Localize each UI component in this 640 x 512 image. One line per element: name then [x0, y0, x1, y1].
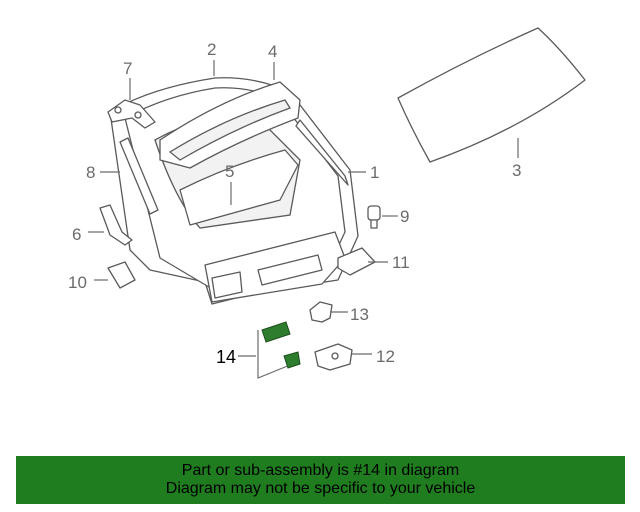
callout-4: 4: [268, 42, 277, 80]
callout-6: 6: [72, 225, 104, 244]
callout-11: 11: [368, 253, 410, 272]
svg-text:10: 10: [68, 273, 87, 292]
callout-9: 9: [382, 207, 409, 226]
bracket[interactable]: [99, 204, 133, 246]
svg-text:7: 7: [123, 59, 132, 78]
svg-text:4: 4: [268, 42, 277, 61]
parts-diagram: 1 2 3 4 5 6 7 8 9 10 11 12: [68, 27, 586, 379]
support-strut[interactable]: [119, 137, 159, 215]
info-banner: Part or sub-assembly is #14 in diagram D…: [16, 456, 625, 504]
svg-text:6: 6: [72, 225, 81, 244]
svg-text:8: 8: [86, 163, 95, 182]
callout-7: 7: [123, 59, 132, 100]
hinge[interactable]: [107, 99, 156, 129]
svg-text:13: 13: [350, 305, 369, 324]
callout-14: 14: [216, 347, 256, 367]
callout-3: 3: [512, 161, 521, 180]
svg-text:2: 2: [207, 40, 216, 59]
callout-12: 12: [352, 347, 395, 366]
svg-text:9: 9: [400, 207, 409, 226]
spoiler[interactable]: [159, 81, 301, 169]
banner-line-1: Part or sub-assembly is #14 in diagram: [181, 462, 460, 479]
bumper-stop[interactable]: [367, 205, 381, 229]
rear-window-glass[interactable]: [397, 27, 586, 163]
callout-13: 13: [330, 305, 369, 324]
callout-10: 10: [68, 273, 108, 292]
bracket-lower[interactable]: [107, 261, 136, 289]
svg-text:3: 3: [512, 161, 521, 180]
latch[interactable]: [314, 343, 353, 371]
banner-line-2: Diagram may not be specific to your vehi…: [165, 480, 476, 497]
wiring-harness[interactable]: [257, 321, 301, 379]
svg-text:11: 11: [392, 253, 410, 272]
svg-text:5: 5: [225, 162, 234, 181]
svg-text:12: 12: [376, 347, 395, 366]
callout-1: 1: [348, 163, 379, 182]
lamp-housing[interactable]: [337, 247, 376, 276]
weatherstrip[interactable]: [179, 149, 299, 226]
svg-text:14: 14: [216, 347, 236, 367]
clip[interactable]: [309, 301, 333, 323]
svg-text:1: 1: [370, 163, 379, 182]
callout-2: 2: [207, 40, 216, 76]
callout-8: 8: [86, 163, 120, 182]
callout-5: 5: [225, 162, 234, 205]
